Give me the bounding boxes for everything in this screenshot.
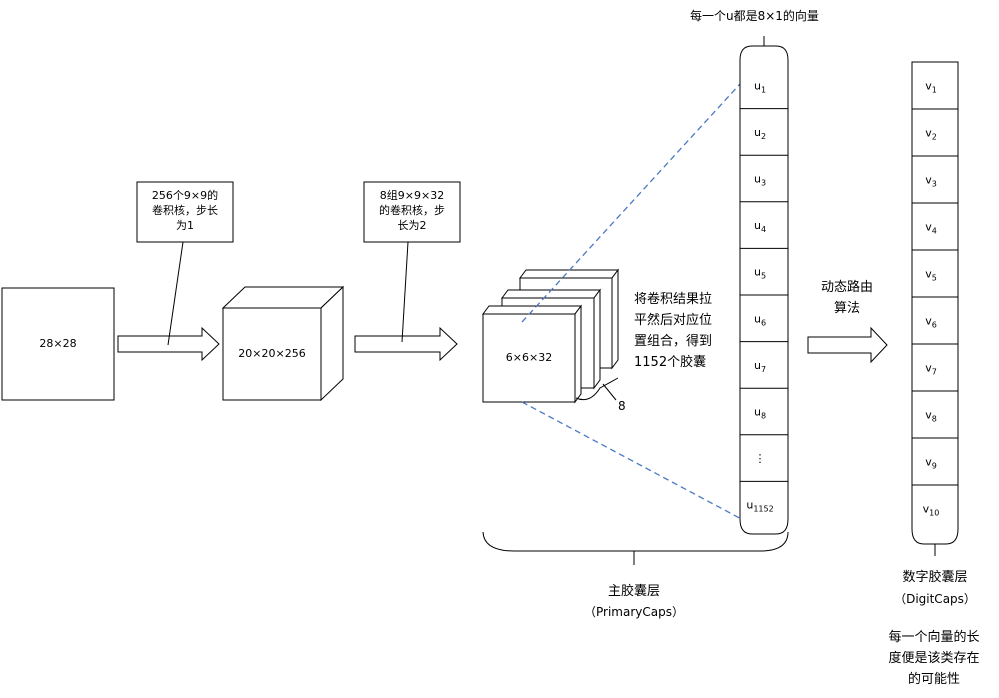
- conv2-note-text: 8组9×9×32 的卷积核，步 长为2: [379, 189, 445, 232]
- primary-caps-label: 主胶囊层: [607, 584, 660, 599]
- u-cell-subscript: 1152: [753, 505, 773, 514]
- v-cell-base: v: [923, 503, 930, 516]
- u-cell-3: u3: [754, 173, 766, 188]
- u-cell-base: u: [754, 312, 761, 325]
- primary-caps-bracket: [482, 531, 789, 552]
- v-cell-4: v4: [925, 221, 937, 236]
- conv1-note-box: [136, 181, 234, 243]
- u-cell-10: u1152: [746, 499, 773, 514]
- u-cell-subscript: 6: [761, 318, 766, 327]
- u-vector-title: 每一个u都是8×1的向量: [690, 9, 819, 23]
- v-cell-6: v6: [925, 315, 937, 330]
- v-cell-base: v: [925, 362, 932, 375]
- u-cell-base: u: [754, 359, 761, 372]
- v-cell-9: v9: [925, 456, 937, 471]
- v-cell-subscript: 9: [932, 462, 937, 471]
- u-cell-base: u: [754, 219, 761, 232]
- u-cell-base: u: [754, 79, 761, 92]
- conv1-note-text: 256个9×9的 卷积核，步长 为1: [151, 189, 219, 232]
- v-cell-subscript: 10: [929, 509, 939, 518]
- primary-stack-label: 6×6×32: [505, 351, 553, 364]
- v-cell-base: v: [925, 409, 932, 422]
- vector-length-note: 每一个向量的长 度便是该类存在 的可能性: [888, 630, 980, 687]
- v-cell-base: v: [925, 127, 932, 140]
- u-cell-9: ⋮: [755, 452, 766, 465]
- u-cell-subscript: 4: [761, 225, 766, 234]
- u-cell-base: u: [754, 126, 761, 139]
- v-cell-subscript: 6: [932, 321, 937, 330]
- digit-caps-label: 数字胶囊层: [902, 570, 968, 585]
- v-cell-2: v2: [925, 127, 937, 142]
- v-vector-outline: [911, 61, 959, 545]
- v-cell-7: v7: [925, 362, 937, 377]
- v-cell-subscript: 2: [932, 133, 937, 142]
- stack-count-pointer: [602, 383, 617, 401]
- v-cell-8: v8: [925, 409, 937, 424]
- u-cell-base: u: [746, 499, 753, 512]
- u-cell-4: u4: [754, 219, 766, 234]
- v-cell-10: v10: [923, 503, 940, 518]
- v-cell-subscript: 8: [932, 415, 937, 424]
- v-cell-base: v: [925, 174, 932, 187]
- u-cell-base: u: [754, 266, 761, 279]
- v-cell-5: v5: [925, 268, 937, 283]
- u-cell-8: u8: [754, 406, 766, 421]
- input-label: 28×28: [39, 337, 77, 350]
- cube-label: 20×20×256: [238, 347, 306, 360]
- u-cell-subscript: 3: [761, 179, 766, 188]
- v-cell-base: v: [925, 80, 932, 93]
- v-cell-subscript: 1: [932, 86, 937, 95]
- input-box: [1, 287, 115, 401]
- v-cell-base: v: [925, 221, 932, 234]
- v-cell-3: v3: [925, 174, 937, 189]
- dashed-arrow-to-u1: [521, 58, 764, 323]
- arrow-2: [354, 326, 458, 362]
- primary-caps-en-label: （PrimaryCaps）: [584, 605, 684, 619]
- v-cell-subscript: 3: [932, 180, 937, 189]
- routing-label: 动态路由 算法: [820, 280, 873, 316]
- v-cell-base: v: [925, 315, 932, 328]
- u-cell-7: u7: [754, 359, 766, 374]
- stack-count-bracket: [575, 377, 619, 401]
- digit-caps-en-label: （DigitCaps）: [894, 592, 976, 606]
- conv2-note-box: [363, 181, 461, 243]
- conv2-note-pointer: [401, 241, 409, 343]
- v-cell-subscript: 7: [932, 368, 937, 377]
- u-cell-6: u6: [754, 312, 766, 327]
- v-cell-subscript: 5: [932, 274, 937, 283]
- u-vector-outline: [739, 45, 789, 535]
- u-cell-base: u: [754, 406, 761, 419]
- routing-arrow: [807, 326, 888, 364]
- v-cell-1: v1: [925, 80, 937, 95]
- u-cell-base: u: [754, 173, 761, 186]
- u-cell-base: ⋮: [755, 452, 766, 465]
- u-cell-5: u5: [754, 266, 766, 281]
- u-cell-1: u1: [754, 79, 766, 94]
- u-cell-subscript: 7: [761, 365, 766, 374]
- u-cell-subscript: 8: [761, 412, 766, 421]
- conv1-note-pointer: [167, 241, 184, 346]
- dashed-arrow-to-u1152: [521, 401, 764, 531]
- v-cell-base: v: [925, 268, 932, 281]
- u-cell-subscript: 1: [761, 85, 766, 94]
- u-cell-subscript: 5: [761, 272, 766, 281]
- stack-count-label: 8: [618, 399, 626, 413]
- v-cell-subscript: 4: [932, 227, 937, 236]
- flatten-description: 将卷积结果拉 平然后对应位 置组合，得到 1152个胶囊: [634, 292, 713, 370]
- primary-stack-front: [482, 304, 582, 404]
- v-cell-base: v: [925, 456, 932, 469]
- u-cell-2: u2: [754, 126, 766, 141]
- cube-front-face: [222, 307, 322, 401]
- u-cell-subscript: 2: [761, 132, 766, 141]
